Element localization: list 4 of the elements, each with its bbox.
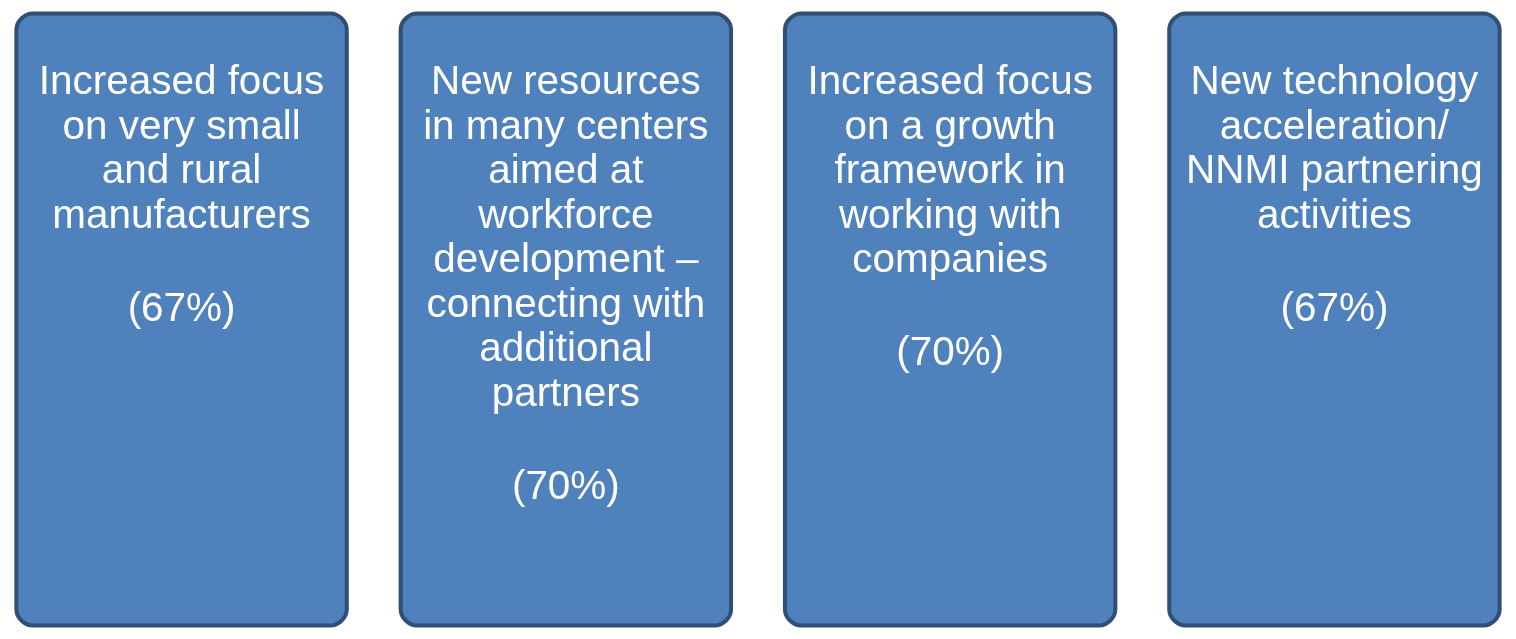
- node-box: New technology acceleration/ NNMI partnering activities (67%): [1167, 11, 1502, 628]
- node-box: Increased focus on very small and rural manufacturers (67%): [14, 11, 349, 628]
- node-box: New resources in many centers aimed at workforce development – connecting with additional partners (70%): [398, 11, 734, 628]
- node-box: Increased focus on a growth framework in working with companies (70%): [782, 11, 1118, 628]
